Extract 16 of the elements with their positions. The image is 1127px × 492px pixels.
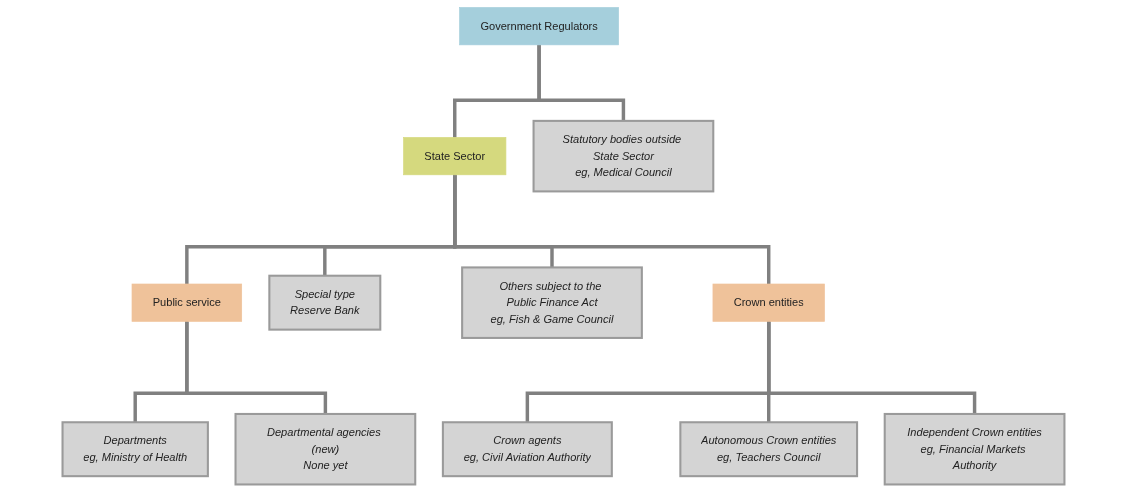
connector bbox=[767, 321, 977, 414]
node-box: Government Regulators bbox=[459, 7, 619, 46]
node-box: State Sector bbox=[403, 137, 507, 176]
connector bbox=[185, 321, 328, 414]
node-box: Statutory bodies outside State Sector eg, Medical Council bbox=[532, 119, 715, 193]
node-box: Departmental agencies (new) None yet bbox=[234, 412, 417, 486]
node-box: Others subject to the Public Finance Act eg, Fish & Game Council bbox=[461, 266, 643, 339]
node-box: Crown agents eg, Civil Aviation Authority bbox=[441, 421, 613, 478]
node-box: Special type Reserve Bank bbox=[268, 274, 382, 331]
node-box: Crown entities bbox=[712, 283, 825, 322]
node-box: Public service bbox=[131, 283, 243, 322]
node-box: Independent Crown entities eg, Financial Markets Authority bbox=[883, 412, 1066, 486]
connector bbox=[453, 174, 771, 284]
node-box: Autonomous Crown entities eg, Teachers Council bbox=[679, 421, 859, 478]
connector bbox=[537, 44, 626, 121]
node-box: Departments eg, Ministry of Health bbox=[61, 421, 209, 478]
